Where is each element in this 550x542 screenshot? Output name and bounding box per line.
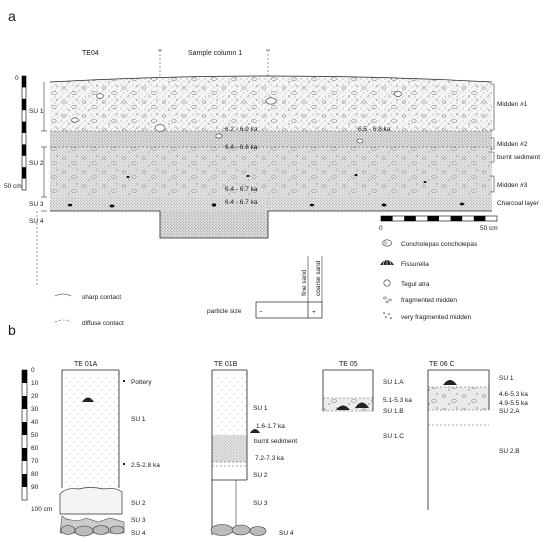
- fragmented-midden-icon: [383, 296, 392, 304]
- column-te01a: [59, 369, 126, 537]
- te05-su1a: SU 1.A: [383, 379, 404, 386]
- very-fragmented-midden-icon: [383, 312, 392, 319]
- te06c-su1: SU 1: [499, 375, 514, 382]
- panel-a-label: a: [8, 8, 16, 24]
- depth-tick: 50: [31, 432, 39, 439]
- right-brackets: [490, 83, 495, 193]
- depth-tick: 0: [31, 367, 35, 374]
- concholepas-icon: [382, 239, 392, 247]
- label-burnt-sediment: burnt sediment: [497, 154, 540, 161]
- te01a-date: 2.5-2.8 ka: [131, 462, 160, 469]
- fissurella-icon: [443, 380, 457, 385]
- date-a3: 6.5 - 6.8 ka: [358, 126, 391, 133]
- te05-title: TE 05: [339, 361, 358, 368]
- particle-plus: +: [312, 309, 316, 316]
- depth-scale-50cm: 50 cm: [4, 183, 22, 190]
- legend-tegula: Tegul atra: [401, 281, 430, 288]
- unit-su2: SU 2: [29, 160, 44, 167]
- depth-tick: 100 cm: [31, 506, 52, 513]
- particle-size-label: particle size: [207, 308, 242, 315]
- depth-tick: 70: [31, 458, 39, 465]
- fissurella-icon: [355, 402, 369, 408]
- profile-section: [49, 75, 493, 239]
- te01a-su2: SU 2: [131, 500, 146, 507]
- depth-tick: 10: [31, 380, 39, 387]
- te01b-su2: SU 2: [253, 472, 268, 479]
- particle-minus: −: [259, 309, 263, 316]
- unit-su4: SU 4: [29, 218, 44, 225]
- te01a-title: TE 01A: [74, 361, 98, 368]
- sample-column-label: Sample column 1: [188, 50, 242, 57]
- depth-tick: 40: [31, 419, 39, 426]
- depth-scale-zero: 0: [15, 75, 19, 82]
- diffuse-contact-symbol: [54, 319, 72, 323]
- label-charcoal-layer: Charcoal layer: [497, 200, 540, 207]
- unit-su3: SU 3: [29, 201, 44, 208]
- te01a-su3: SU 3: [131, 517, 146, 524]
- unit-su1: SU 1: [29, 108, 44, 115]
- te04-label: TE04: [82, 50, 99, 57]
- panel-a-depth-scale: [21, 75, 27, 191]
- legend-fissurella: Fissurella: [401, 261, 429, 268]
- legend-fragmented: fragmented midden: [401, 297, 457, 304]
- depth-tick: 20: [31, 393, 39, 400]
- label-midden-3: Midden #3: [497, 182, 528, 189]
- te01b-date1: 1.6-1.7 ka: [256, 423, 285, 430]
- te01b-su3: SU 3: [253, 500, 268, 507]
- te01b-burnt: burnt sediment: [254, 438, 297, 445]
- column-te01b: [210, 369, 267, 536]
- legend-diffuse-contact: diffuse contact: [82, 320, 124, 327]
- te06c-date2: 4.9-5.5 ka: [499, 400, 528, 407]
- te01a-su1: SU 1: [131, 416, 146, 423]
- te01a-pottery: Pottery: [131, 379, 152, 386]
- particle-size-box: [255, 256, 323, 319]
- te06c-title: TE 06 C: [429, 361, 455, 368]
- date-a2: 6.4 - 6.6 ka: [225, 144, 258, 151]
- label-midden-2: Midden #2: [497, 141, 528, 148]
- te06c-date1: 4.6-5.3 ka: [499, 391, 528, 398]
- column-te06c: [427, 369, 490, 510]
- te01b-su1: SU 1: [253, 405, 268, 412]
- legend-very-fragmented: very fragmented midden: [401, 314, 471, 321]
- depth-tick: 90: [31, 484, 39, 491]
- te05-date: 5.1-5.3 ka: [383, 397, 412, 404]
- sharp-contact-symbol: [54, 293, 72, 297]
- label-midden-1: Midden #1: [497, 101, 528, 108]
- te01b-title: TE 01B: [214, 361, 238, 368]
- h-scale-zero: 0: [379, 225, 383, 232]
- species-legend: [380, 239, 394, 319]
- depth-tick: 60: [31, 445, 39, 452]
- legend-sharp-contact: sharp contact: [82, 294, 121, 301]
- legend-concholepas: Concholepas concholepas: [401, 241, 478, 248]
- column-te05: [322, 369, 374, 412]
- depth-tick: 30: [31, 406, 39, 413]
- panel-b-label: b: [8, 322, 16, 338]
- tegula-icon: [383, 279, 391, 287]
- fine-sand-label: fine sand: [301, 269, 308, 296]
- unit-brackets: [36, 82, 47, 285]
- fissurella-icon: [380, 258, 394, 266]
- date-a1: 6.2 - 6.9 ka: [225, 126, 258, 133]
- te06c-su2a: SU 2.A: [499, 408, 520, 415]
- depth-tick-labels: 0 10 20 30 40 50 60 70 80 90 100 cm: [31, 367, 52, 513]
- fissurella-icon: [336, 405, 350, 410]
- fissurella-icon: [82, 397, 94, 402]
- fissurella-icon: [250, 429, 260, 433]
- date-a5: 6.4 - 6.7 ka: [225, 199, 258, 206]
- panel-b-depth-scale: [21, 369, 28, 501]
- te01b-date2: 7.2-7.3 ka: [255, 455, 284, 462]
- depth-tick: 80: [31, 471, 39, 478]
- coarse-sand-label: coarse sand: [315, 260, 322, 296]
- te01a-su4: SU 4: [131, 530, 146, 537]
- te05-su1c: SU 1.C: [383, 433, 404, 440]
- te06c-su2b: SU 2.B: [499, 448, 520, 455]
- date-a4: 6.4 - 6.7 ka: [225, 186, 258, 193]
- te05-su1b: SU 1.B: [383, 408, 404, 415]
- te01b-su4: SU 4: [279, 530, 294, 537]
- h-scale-50cm: 50 cm: [480, 225, 498, 232]
- horizontal-scale-bar: [380, 215, 498, 222]
